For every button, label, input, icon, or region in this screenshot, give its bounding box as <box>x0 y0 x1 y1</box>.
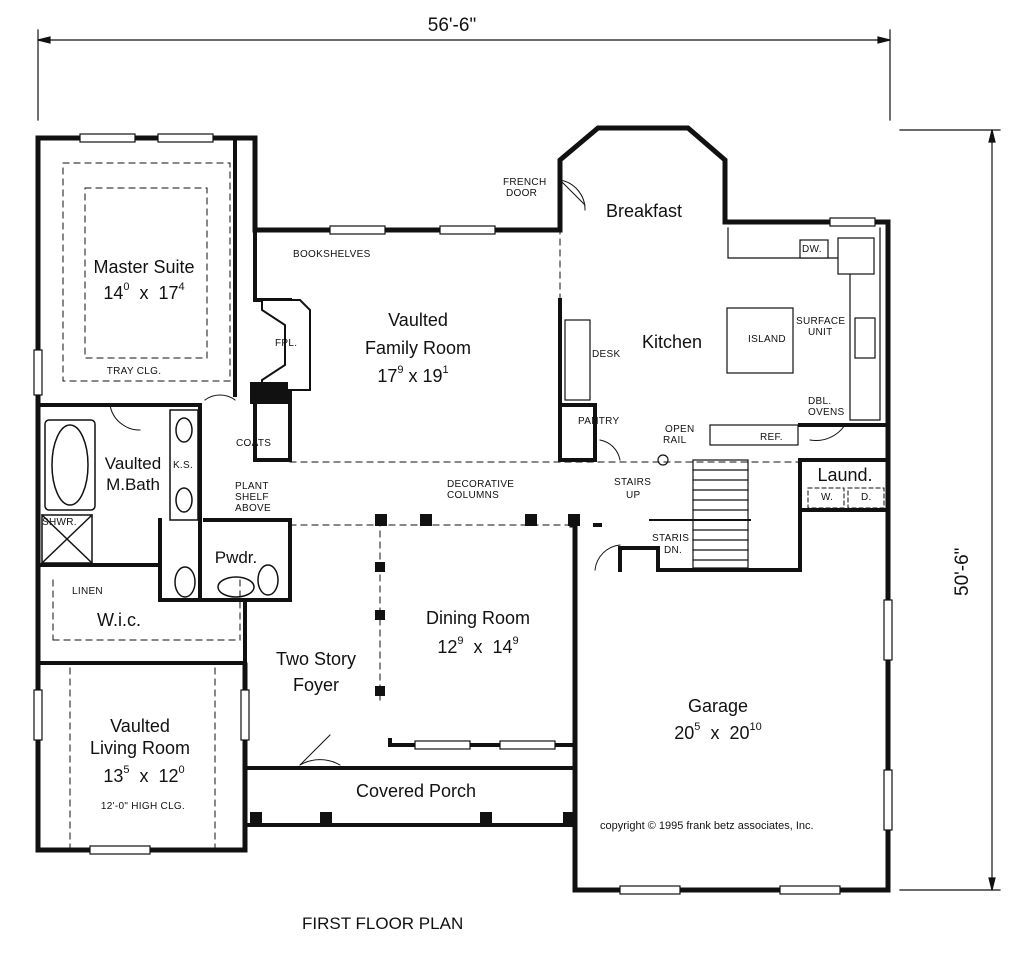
covered-porch-label: Covered Porch <box>355 781 477 801</box>
family-room-label-2: Family Room <box>364 338 472 358</box>
coats-label: COATS <box>236 438 272 449</box>
family-room-label-1: Vaulted <box>388 310 448 330</box>
master-bath-label-1: Vaulted <box>104 454 162 473</box>
powder-label: Pwdr. <box>214 548 258 567</box>
stairs-up-l2: UP <box>626 490 641 501</box>
decorative-columns-l1: DECORATIVE <box>447 479 515 490</box>
tray-ceiling-note: TRAY CLG. <box>106 366 162 377</box>
washer-label: W. <box>821 492 834 503</box>
open-rail-l2: RAIL <box>663 435 687 446</box>
stairs-dn-l2: DN. <box>664 545 683 556</box>
staircase <box>649 454 751 569</box>
desk-label: DESK <box>592 349 621 360</box>
family-room-size: 179 x 191 <box>377 364 449 386</box>
depth-dimension-line <box>899 129 1001 891</box>
dining-room-size: 129 x 149 <box>437 635 519 657</box>
breakfast-label: Breakfast <box>605 201 683 221</box>
master-suite-size: 140 x 174 <box>103 281 185 303</box>
depth-dimension: 50'-6" <box>952 547 973 596</box>
open-rail-l1: OPEN <box>665 424 695 435</box>
plant-shelf-l2: SHELF <box>235 492 269 503</box>
dishwasher-label: DW. <box>802 244 822 255</box>
french-door-l2: DOOR <box>506 188 538 199</box>
wic-label: W.i.c. <box>97 610 141 630</box>
garage-size: 205 x 2010 <box>674 721 762 743</box>
surface-unit-l2: UNIT <box>808 327 833 338</box>
living-room-size: 135 x 120 <box>103 764 185 786</box>
foyer-label-1: Two Story <box>275 649 357 669</box>
linen-label: LINEN <box>72 586 103 597</box>
ks-label: K.S. <box>172 460 194 471</box>
bookshelves-label: BOOKSHELVES <box>293 249 371 260</box>
doors <box>109 179 846 766</box>
laundry-label: Laund. <box>817 465 873 485</box>
living-room-label-1: Vaulted <box>110 716 170 736</box>
master-bath-label-2: M.Bath <box>106 475 160 494</box>
interior-walls <box>36 136 890 827</box>
windows <box>33 133 893 895</box>
refrigerator-label: REF. <box>760 432 783 443</box>
kitchen-counters <box>564 227 881 446</box>
foyer-label-2: Foyer <box>292 675 340 695</box>
laundry-appliances <box>807 487 885 509</box>
stairs-dn-l1: STARIS <box>652 533 690 544</box>
dining-room-label: Dining Room <box>425 608 531 628</box>
master-suite-label: Master Suite <box>93 257 195 277</box>
living-room-ceiling-note: 12'-0" HIGH CLG. <box>100 801 186 812</box>
pantry-label: PANTRY <box>578 416 620 427</box>
copyright-notice: copyright © 1995 frank betz associates, … <box>600 820 814 832</box>
width-dimension-line <box>37 29 891 121</box>
dryer-label: D. <box>861 492 872 503</box>
width-dimension: 56'-6" <box>427 15 477 36</box>
plant-shelf-l3: ABOVE <box>235 503 271 514</box>
garage-label: Garage <box>687 696 749 716</box>
plan-caption: FIRST FLOOR PLAN <box>302 914 464 933</box>
kitchen-label: Kitchen <box>641 332 703 352</box>
fireplace-label: FPL. <box>275 338 298 349</box>
dbl-ovens-l1: DBL. <box>808 396 832 407</box>
living-room-label-2: Living Room <box>89 738 191 758</box>
decorative-columns-l2: COLUMNS <box>447 490 500 501</box>
french-door-l1: FRENCH <box>503 177 547 188</box>
dbl-ovens-l2: OVENS <box>808 407 845 418</box>
shower-label: SHWR. <box>42 517 77 528</box>
stairs-up-l1: STAIRS <box>614 477 652 488</box>
plant-shelf-l1: PLANT <box>235 481 269 492</box>
surface-unit-l1: SURFACE <box>796 316 846 327</box>
island-label: ISLAND <box>748 334 786 345</box>
bath-fixtures <box>40 409 279 598</box>
decorative-columns <box>250 382 580 826</box>
